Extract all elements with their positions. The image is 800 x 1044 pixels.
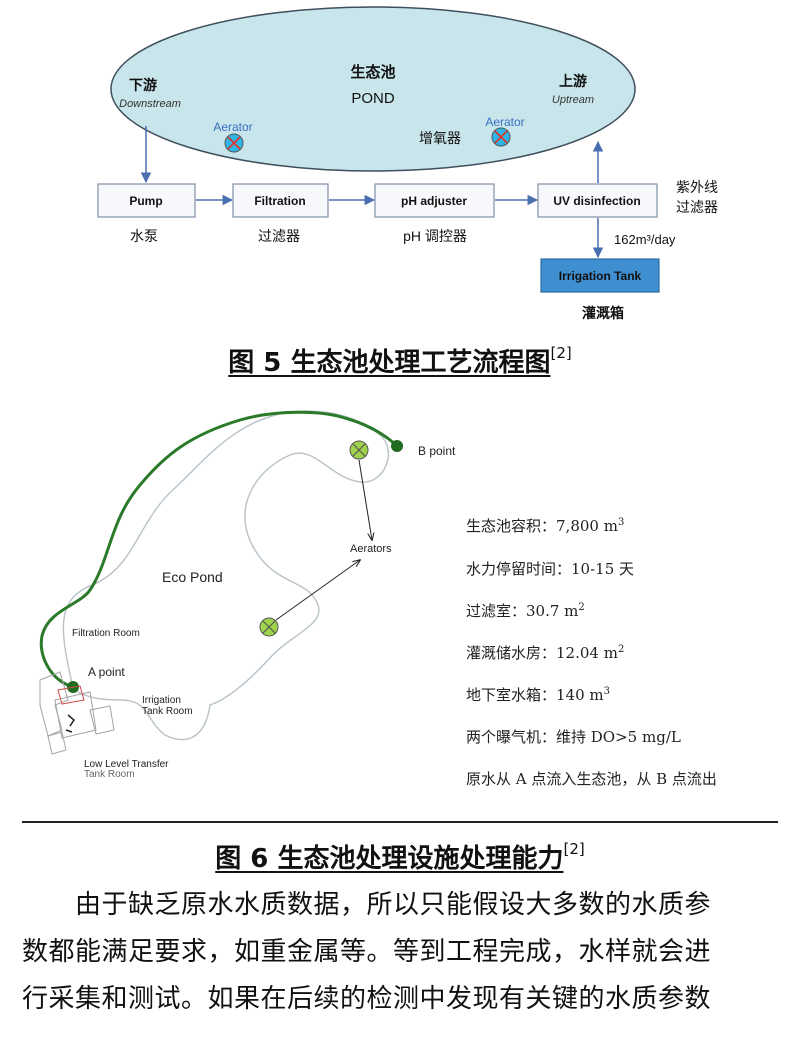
figure-5-reference: [2] bbox=[550, 344, 572, 362]
spec-filtration-room: 过滤室：30.7 m2 bbox=[466, 602, 585, 620]
uv-disinfection-label: UV disinfection bbox=[553, 194, 640, 208]
b-point-marker bbox=[391, 440, 403, 452]
aerators-label: Aerators bbox=[350, 543, 392, 555]
aerator-icon bbox=[349, 440, 369, 460]
building-outline bbox=[39, 671, 115, 755]
body-line: 行采集和测试。如果在后续的检测中发现有关键的水质参数 bbox=[22, 984, 712, 1014]
spec-retention-time: 水力停留时间：10-15 天 bbox=[466, 560, 635, 578]
aerator-label-2: Aerator bbox=[485, 115, 524, 129]
process-flow-diagram: 生态池 POND 下游 Downstream 上游 Uptream Aerato… bbox=[97, 6, 718, 321]
section-divider bbox=[22, 821, 778, 823]
uv-label-cn-2: 过滤器 bbox=[676, 199, 718, 215]
spec-aerators: 两个曝气机：维持 DO>5 mg/L bbox=[466, 728, 681, 746]
irrigation-room-label-2: Tank Room bbox=[142, 706, 193, 717]
spec-basement-tank: 地下室水箱：140 m3 bbox=[466, 686, 611, 704]
body-line: 数都能满足要求，如重金属等。等到工程完成，水样就会进 bbox=[22, 937, 712, 967]
aerator-pointer-1 bbox=[358, 459, 372, 540]
pump-label: Pump bbox=[129, 194, 162, 208]
figure-5-caption: 图 5 生态池处理工艺流程图[2] bbox=[0, 342, 800, 379]
pond-title-en: POND bbox=[351, 90, 395, 107]
aerator-icon bbox=[259, 617, 279, 637]
ph-adjuster-box: pH adjuster bbox=[374, 183, 495, 218]
filtration-box: Filtration bbox=[232, 183, 329, 218]
figure-5-number: 图 5 bbox=[228, 348, 282, 378]
eco-pond-label: Eco Pond bbox=[162, 569, 223, 585]
irrigation-room-label-1: Irrigation bbox=[142, 695, 181, 706]
flow-path-green bbox=[39, 410, 398, 689]
filtration-label: Filtration bbox=[254, 194, 305, 208]
body-paragraph: 由于缺乏原水水质数据，所以只能假设大多数的水质参 数都能满足要求，如重金属等。等… bbox=[22, 882, 782, 1023]
irrigation-tank-label-cn: 灌溉箱 bbox=[582, 305, 624, 321]
irrigation-tank-box: Irrigation Tank bbox=[540, 258, 660, 293]
building-detail bbox=[65, 714, 75, 733]
spec-volume: 生态池容积：7,800 m3 bbox=[466, 517, 625, 535]
pond-ellipse bbox=[110, 6, 636, 172]
irrigation-tank-label: Irrigation Tank bbox=[559, 269, 642, 283]
building-detail bbox=[57, 685, 85, 705]
body-line: 由于缺乏原水水质数据，所以只能假设大多数的水质参 bbox=[22, 890, 712, 920]
upstream-en: Uptream bbox=[552, 94, 594, 106]
upstream-cn: 上游 bbox=[559, 73, 587, 89]
ph-adjuster-label-cn: pH 调控器 bbox=[403, 228, 467, 244]
filtration-label-cn: 过滤器 bbox=[258, 228, 300, 244]
downstream-en: Downstream bbox=[119, 98, 181, 110]
uv-label-cn-1: 紫外线 bbox=[676, 179, 718, 195]
eco-pond-site-map: B point Aerators Eco Pond Filtration Roo… bbox=[39, 410, 456, 780]
aerator-pointer-2 bbox=[275, 560, 360, 621]
low-level-label-1: Low Level Transfer bbox=[84, 759, 169, 770]
aerator-label-1: Aerator bbox=[213, 120, 252, 134]
figure-6-caption: 图 6 生态池处理设施处理能力[2] bbox=[0, 838, 800, 875]
figure-6-title: 生态池处理设施处理能力 bbox=[277, 844, 564, 874]
aerator-label-cn: 增氧器 bbox=[419, 130, 461, 146]
flow-rate-label: 162m³/day bbox=[614, 232, 676, 247]
ph-adjuster-label: pH adjuster bbox=[401, 194, 467, 208]
pond-title-cn: 生态池 bbox=[350, 63, 395, 81]
figure-5-title: 生态池处理工艺流程图 bbox=[290, 348, 551, 378]
downstream-cn: 下游 bbox=[129, 77, 157, 93]
aerator-icon bbox=[224, 133, 244, 153]
a-point-label: A point bbox=[88, 665, 125, 679]
low-level-label-2: Tank Room bbox=[84, 769, 135, 780]
pond-boundary bbox=[62, 410, 390, 741]
figure-6-number: 图 6 bbox=[215, 844, 269, 874]
figure-6-reference: [2] bbox=[563, 840, 585, 858]
spec-irrigation-room: 灌溉储水房：12.04 m2 bbox=[466, 644, 625, 662]
pump-label-cn: 水泵 bbox=[130, 228, 158, 244]
spec-flow-direction: 原水从 A 点流入生态池，从 B 点流出 bbox=[466, 770, 717, 788]
aerator-icon bbox=[491, 127, 511, 147]
uv-disinfection-box: UV disinfection bbox=[537, 183, 658, 218]
pump-box: Pump bbox=[97, 183, 196, 218]
filtration-room-label: Filtration Room bbox=[72, 628, 140, 639]
b-point-label: B point bbox=[418, 444, 456, 458]
